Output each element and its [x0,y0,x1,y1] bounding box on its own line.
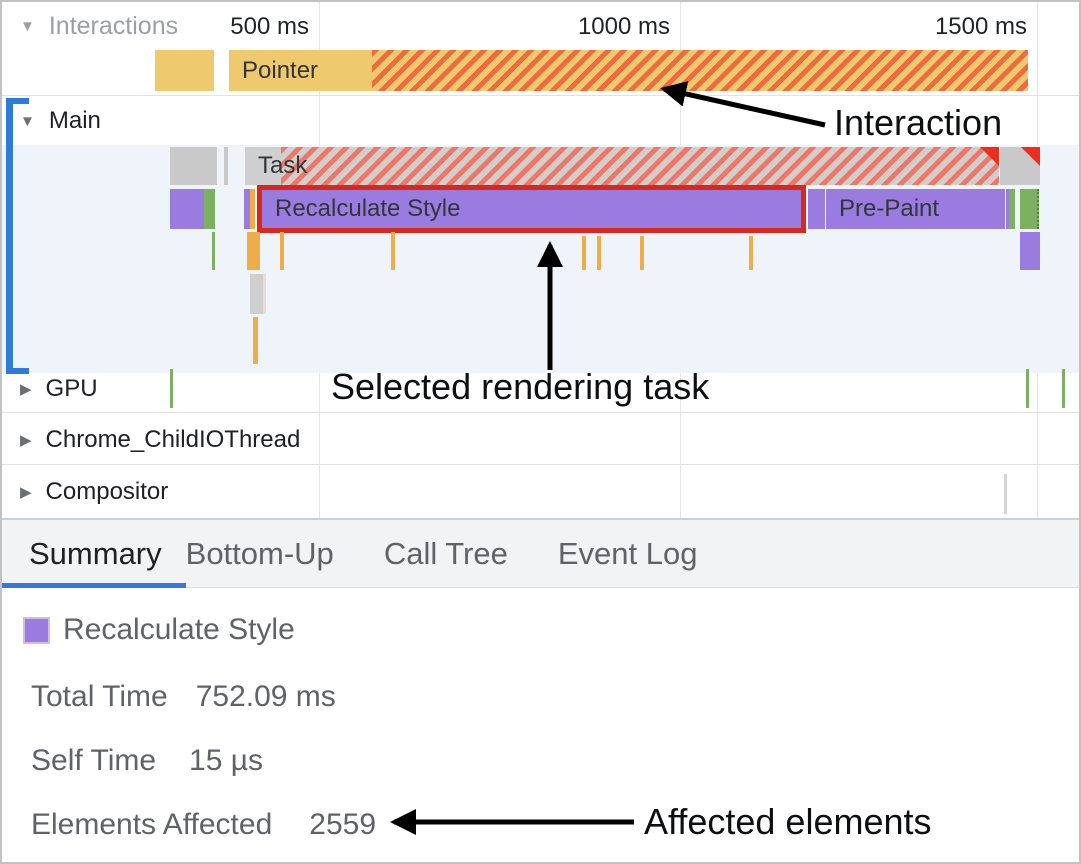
total-time-value: 752.09 ms [195,680,336,713]
expand-triangle-icon[interactable]: ▶ [20,432,32,449]
purple-bar-after-selection[interactable] [808,189,825,229]
orange-sliver[interactable] [250,189,255,229]
tab-label: Bottom-Up [185,535,334,571]
long-task-bar[interactable]: Task [245,147,999,185]
green-tick[interactable] [212,232,215,270]
total-time-label: Total Time [31,680,168,713]
summary-pane: Recalculate Style Total Time 752.09 ms S… [2,589,1079,862]
task-warning-triangle-icon [1021,147,1040,166]
pre-paint-label: Pre-Paint [839,195,940,222]
tab-call-tree[interactable]: Call Tree [384,520,508,588]
ruler-tick-1000ms: 1000 ms [577,13,670,40]
selected-tab-underline [2,582,186,588]
summary-event-title: Recalculate Style [63,613,295,646]
orange-tick[interactable] [640,236,644,270]
track-header-main[interactable]: ▼ Main [20,107,101,135]
task-bar-label: Task [258,152,308,179]
track-label: Compositor [45,478,169,505]
orange-tick[interactable] [749,236,753,270]
long-task-warning-triangle-icon [980,147,999,166]
ruler-tick-1500ms: 1500 ms [934,13,1027,40]
long-task-hatch [281,147,999,185]
gray-block[interactable] [250,274,266,314]
tab-label: Summary [29,535,162,571]
tab-event-log[interactable]: Event Log [558,520,698,588]
purple-block-right[interactable] [1020,232,1040,270]
orange-tick[interactable] [582,236,586,270]
event-color-swatch [23,616,50,644]
tab-label: Event Log [557,535,698,571]
pointer-bar-label: Pointer [242,56,319,84]
task-bar-sliver[interactable] [224,147,228,185]
green-sliver-right[interactable] [1009,189,1015,229]
pointer-interaction-bar[interactable]: Pointer [229,50,1028,91]
track-label: Chrome_ChildIOThread [45,426,301,453]
compositor-gray-tick[interactable] [1004,474,1007,514]
track-header-compositor[interactable]: ▶ Compositor [20,478,168,506]
pointer-overlong-hatch [372,50,1028,91]
tab-summary[interactable]: Summary [2,520,186,588]
collapse-triangle-icon[interactable]: ▼ [20,18,35,35]
paint-bar-small[interactable] [204,189,215,229]
track-header-interactions[interactable]: ▼ Interactions [20,12,178,41]
elements-affected-value: 2559 [309,808,377,841]
task-bar-short[interactable] [170,147,217,185]
annotation-selected-task: Selected rendering task [331,366,710,407]
orange-block[interactable] [247,232,260,270]
track-header-gpu[interactable]: ▶ GPU [20,375,98,403]
pre-paint-bar[interactable]: Pre-Paint [826,189,1005,229]
elements-affected-label: Elements Affected [31,808,273,841]
green-bar-right[interactable] [1020,189,1039,229]
selected-recalculate-style-bar[interactable]: Recalculate Style [257,185,806,233]
gpu-green-tick[interactable] [1062,369,1065,408]
collapse-triangle-icon[interactable]: ▼ [20,112,35,130]
annotation-interaction: Interaction [834,102,1003,143]
orange-tick[interactable] [597,236,601,270]
self-time-value: 15 µs [189,744,264,777]
tab-label: Call Tree [383,535,508,571]
purple-sliver-right[interactable] [1006,189,1009,229]
self-time-label: Self Time [31,744,157,777]
expand-triangle-icon[interactable]: ▶ [20,484,32,501]
task-bar-right[interactable] [1000,147,1040,185]
orange-tick-deep[interactable] [253,317,258,364]
recalculate-style-label: Recalculate Style [275,195,461,222]
gpu-green-tick[interactable] [1026,369,1029,408]
main-track-focus-bracket [6,98,13,374]
recalc-style-bar-small[interactable] [170,189,204,229]
tab-bottom-up[interactable]: Bottom-Up [186,520,334,588]
focus-bracket-top [6,98,29,104]
track-label: Main [48,107,101,134]
gpu-green-tick[interactable] [170,369,173,408]
ruler-tick-500ms: 500 ms [230,13,309,40]
orange-tick[interactable] [391,232,395,270]
orange-tick[interactable] [280,232,284,270]
annotation-affected-elements: Affected elements [644,801,932,842]
interaction-bar-small[interactable] [155,50,214,91]
expand-triangle-icon[interactable]: ▶ [20,381,32,398]
track-label: Interactions [48,12,179,40]
track-label: GPU [45,375,98,402]
bottom-panel-tabbar: Summary Bottom-Up Call Tree Event Log [2,518,1079,588]
purple-sliver[interactable] [244,189,250,229]
focus-bracket-bottom [6,368,29,374]
track-header-child-io[interactable]: ▶ Chrome_ChildIOThread [20,426,300,454]
